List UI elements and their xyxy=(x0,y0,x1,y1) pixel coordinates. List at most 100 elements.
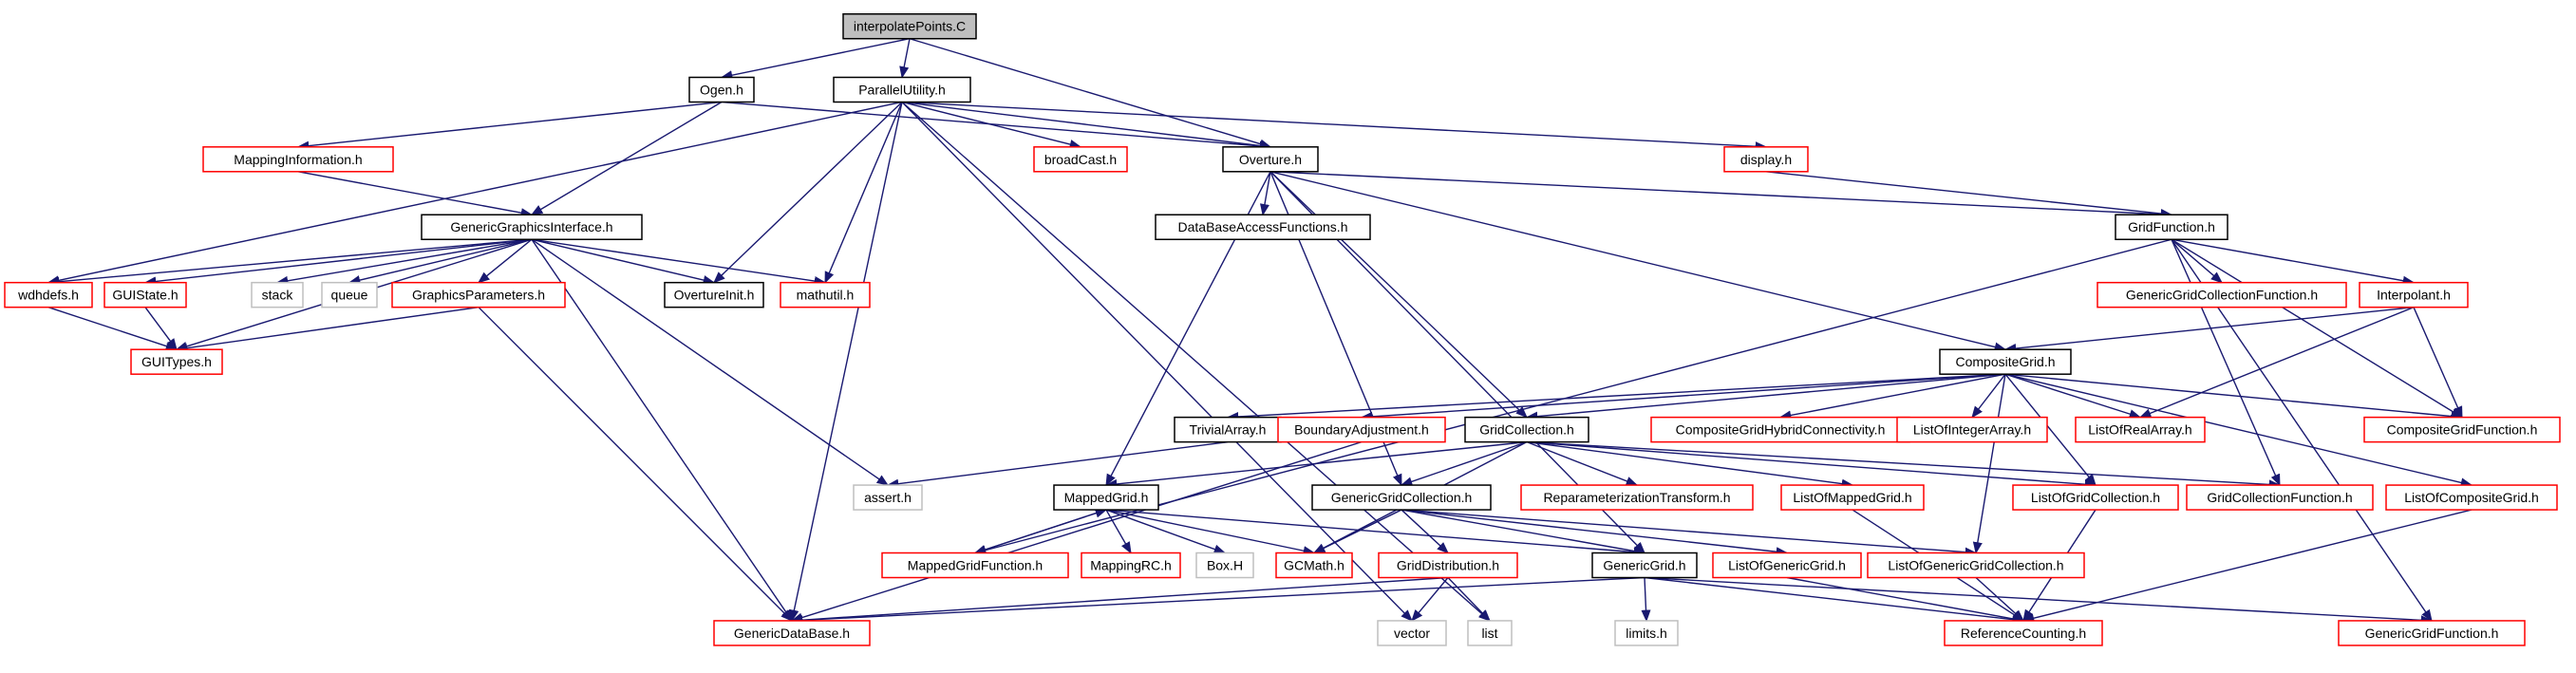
edge-ListOfGenericGrid-to-ReferenceCounting xyxy=(1786,576,2025,624)
edge-ParallelUtility-to-GenericDataBase xyxy=(789,102,903,623)
node-BoundaryAdjustment[interactable]: BoundaryAdjustment.h xyxy=(1277,416,1446,443)
node-GridCollectionFunction[interactable]: GridCollectionFunction.h xyxy=(2186,484,2374,511)
node-list[interactable]: list xyxy=(1467,620,1513,646)
node-GCMath[interactable]: GCMath.h xyxy=(1275,551,1353,579)
node-GridFunction[interactable]: GridFunction.h xyxy=(2115,214,2228,240)
node-box-interpolatePoints xyxy=(842,12,977,40)
edge-MappedGridFunction-to-MappedGrid xyxy=(974,508,1108,554)
node-box-MappingInformation xyxy=(202,146,394,173)
node-ReparameterizationTransform[interactable]: ReparameterizationTransform.h xyxy=(1520,484,1754,511)
node-ListOfGridCollection[interactable]: ListOfGridCollection.h xyxy=(2012,484,2179,511)
node-box-vector xyxy=(1377,620,1447,646)
edge-GridCollection-to-GenericGridCollection xyxy=(1400,440,1528,487)
edge-Interpolant-to-CompositeGrid xyxy=(2003,306,2415,354)
node-display[interactable]: display.h xyxy=(1723,146,1809,173)
node-GenericGridCollection[interactable]: GenericGridCollection.h xyxy=(1311,484,1492,511)
node-MappingRC[interactable]: MappingRC.h xyxy=(1081,551,1181,579)
node-GenericGraphicsInterface[interactable]: GenericGraphicsInterface.h xyxy=(421,214,643,240)
edge-interpolatePoints-to-Overture xyxy=(909,38,1272,149)
node-GUITypes[interactable]: GUITypes.h xyxy=(130,348,223,375)
node-box-CompositeGrid xyxy=(1939,348,2072,375)
node-label-GridCollectionFunction: GridCollectionFunction.h xyxy=(2207,490,2352,505)
node-label-ReparameterizationTransform: ReparameterizationTransform.h xyxy=(1543,490,1730,505)
node-TrivialArray[interactable]: TrivialArray.h xyxy=(1174,416,1282,443)
edge-MappedGrid-to-GCMath xyxy=(1105,509,1316,556)
node-broadCast[interactable]: broadCast.h xyxy=(1033,146,1128,173)
node-interpolatePoints[interactable]: interpolatePoints.C xyxy=(842,12,977,40)
node-box-GraphicsParameters xyxy=(391,281,566,308)
node-GenericGridCollectionFunction[interactable]: GenericGridCollectionFunction.h xyxy=(2097,281,2347,308)
node-label-ParallelUtility: ParallelUtility.h xyxy=(858,82,946,97)
node-GenericGrid[interactable]: GenericGrid.h xyxy=(1591,551,1698,579)
node-label-GenericGridCollectionFunction: GenericGridCollectionFunction.h xyxy=(2126,288,2318,303)
node-Ogen[interactable]: Ogen.h xyxy=(688,76,755,103)
node-label-TrivialArray: TrivialArray.h xyxy=(1190,422,1267,438)
edge-CompositeGrid-to-GridCollection xyxy=(1525,373,2006,421)
node-label-MappingRC: MappingRC.h xyxy=(1090,558,1172,573)
node-ListOfGenericGridCollection[interactable]: ListOfGenericGridCollection.h xyxy=(1867,551,2085,579)
node-GUIState[interactable]: GUIState.h xyxy=(103,281,187,308)
node-MappedGrid[interactable]: MappedGrid.h xyxy=(1053,484,1159,511)
node-box-ParallelUtility xyxy=(833,76,971,103)
node-label-ListOfRealArray: ListOfRealArray.h xyxy=(2088,422,2191,438)
edge-ParallelUtility-to-OvertureInit xyxy=(713,101,903,284)
node-box-GenericGridCollection xyxy=(1311,484,1492,511)
node-ListOfMappedGrid[interactable]: ListOfMappedGrid.h xyxy=(1780,484,1925,511)
node-ParallelUtility[interactable]: ParallelUtility.h xyxy=(833,76,971,103)
node-label-GUITypes: GUITypes.h xyxy=(141,354,212,369)
node-assert[interactable]: assert.h xyxy=(853,484,923,511)
node-limits[interactable]: limits.h xyxy=(1614,620,1679,646)
node-box-ListOfMappedGrid xyxy=(1780,484,1925,511)
node-queue[interactable]: queue xyxy=(321,281,378,308)
node-BoxH[interactable]: Box.H xyxy=(1195,551,1254,579)
node-GraphicsParameters[interactable]: GraphicsParameters.h xyxy=(391,281,566,308)
node-Interpolant[interactable]: Interpolant.h xyxy=(2359,281,2469,308)
node-label-ListOfGenericGrid: ListOfGenericGrid.h xyxy=(1728,558,1846,573)
node-box-GenericGridFunction xyxy=(2338,620,2526,646)
node-wdhdefs[interactable]: wdhdefs.h xyxy=(4,281,93,308)
node-CompositeGridHybridConnectivity[interactable]: CompositeGridHybridConnectivity.h xyxy=(1650,416,1910,443)
node-GenericDataBase[interactable]: GenericDataBase.h xyxy=(713,620,871,646)
node-box-GUITypes xyxy=(130,348,223,375)
node-GridDistribution[interactable]: GridDistribution.h xyxy=(1378,551,1518,579)
node-stack[interactable]: stack xyxy=(251,281,304,308)
node-OvertureInit[interactable]: OvertureInit.h xyxy=(664,281,764,308)
node-label-GUIState: GUIState.h xyxy=(112,288,178,303)
node-CompositeGrid[interactable]: CompositeGrid.h xyxy=(1939,348,2072,375)
node-ListOfRealArray[interactable]: ListOfRealArray.h xyxy=(2075,416,2206,443)
edge-GenericGridCollection-to-GenericGrid xyxy=(1401,509,1646,556)
node-label-GraphicsParameters: GraphicsParameters.h xyxy=(412,288,545,303)
edge-Ogen-to-Overture xyxy=(721,101,1272,151)
edge-GraphicsParameters-to-GUITypes xyxy=(175,306,479,353)
node-ListOfCompositeGrid[interactable]: ListOfCompositeGrid.h xyxy=(2385,484,2558,511)
edge-ParallelUtility-to-Overture xyxy=(901,101,1272,151)
node-CompositeGridFunction[interactable]: CompositeGridFunction.h xyxy=(2363,416,2561,443)
node-label-GridDistribution: GridDistribution.h xyxy=(1397,558,1499,573)
node-DataBaseAccessFunctions[interactable]: DataBaseAccessFunctions.h xyxy=(1155,214,1371,240)
node-GridCollection[interactable]: GridCollection.h xyxy=(1464,416,1589,443)
edge-GridDistribution-to-GenericDataBase xyxy=(790,576,1449,626)
node-mathutil[interactable]: mathutil.h xyxy=(780,281,871,308)
node-box-MappedGridFunction xyxy=(881,551,1069,579)
edge-TrivialArray-to-assert xyxy=(886,440,1229,489)
node-ListOfGenericGrid[interactable]: ListOfGenericGrid.h xyxy=(1712,551,1862,579)
node-label-GenericDataBase: GenericDataBase.h xyxy=(734,626,850,641)
node-MappingInformation[interactable]: MappingInformation.h xyxy=(202,146,394,173)
node-label-BoundaryAdjustment: BoundaryAdjustment.h xyxy=(1294,422,1429,438)
node-Overture[interactable]: Overture.h xyxy=(1222,146,1319,173)
edge-GridCollection-to-ListOfGridCollection xyxy=(1526,440,2097,490)
node-ListOfIntegerArray[interactable]: ListOfIntegerArray.h xyxy=(1896,416,2048,443)
node-MappedGridFunction[interactable]: MappedGridFunction.h xyxy=(881,551,1069,579)
node-GenericGridFunction[interactable]: GenericGridFunction.h xyxy=(2338,620,2526,646)
node-vector[interactable]: vector xyxy=(1377,620,1447,646)
node-label-wdhdefs: wdhdefs.h xyxy=(17,288,79,303)
node-label-MappedGridFunction: MappedGridFunction.h xyxy=(908,558,1043,573)
node-label-ListOfGenericGridCollection: ListOfGenericGridCollection.h xyxy=(1888,558,2063,573)
edge-CompositeGrid-to-ListOfCompositeGrid xyxy=(2004,373,2473,488)
edge-GridCollection-to-MappedGrid xyxy=(1104,440,1528,489)
node-ReferenceCounting[interactable]: ReferenceCounting.h xyxy=(1944,620,2103,646)
nodes-layer: interpolatePoints.C Ogen.h ParallelUtility… xyxy=(4,12,2561,646)
node-label-limits: limits.h xyxy=(1626,626,1667,641)
node-box-GridFunction xyxy=(2115,214,2228,240)
edge-Overture-to-GridCollection xyxy=(1269,171,1528,419)
